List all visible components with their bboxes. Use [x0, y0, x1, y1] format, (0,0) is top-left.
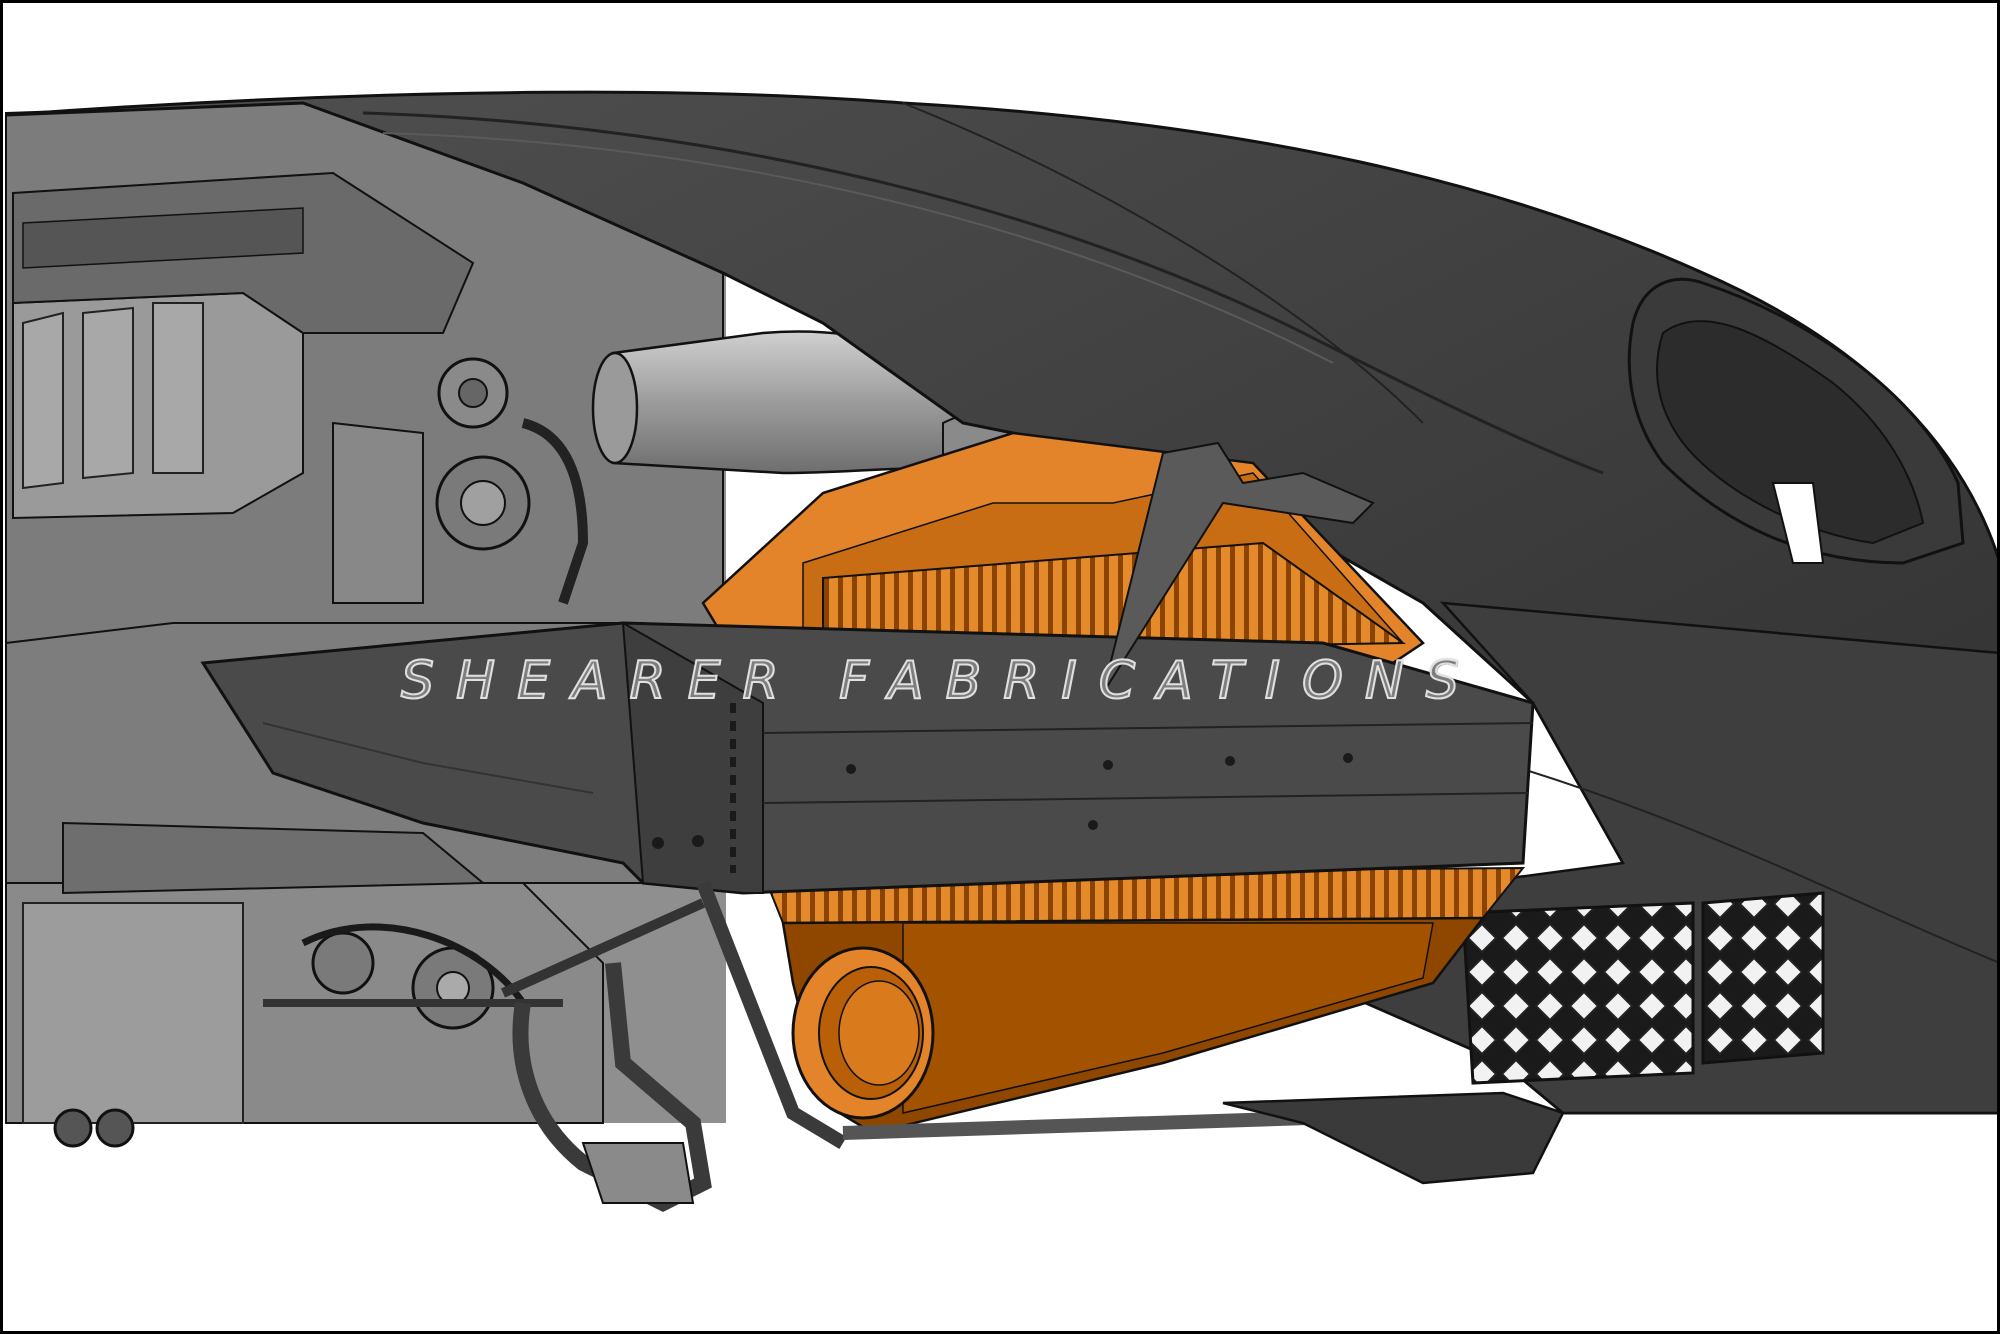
- cad-render: [5, 90, 1997, 1212]
- watermark-text: SHEARER FABRICATIONS: [400, 650, 1481, 712]
- lower-frame-brackets: [512, 441, 1565, 1212]
- bumper-beam: [200, 621, 1535, 895]
- front-grille-mesh: [1461, 891, 1825, 1085]
